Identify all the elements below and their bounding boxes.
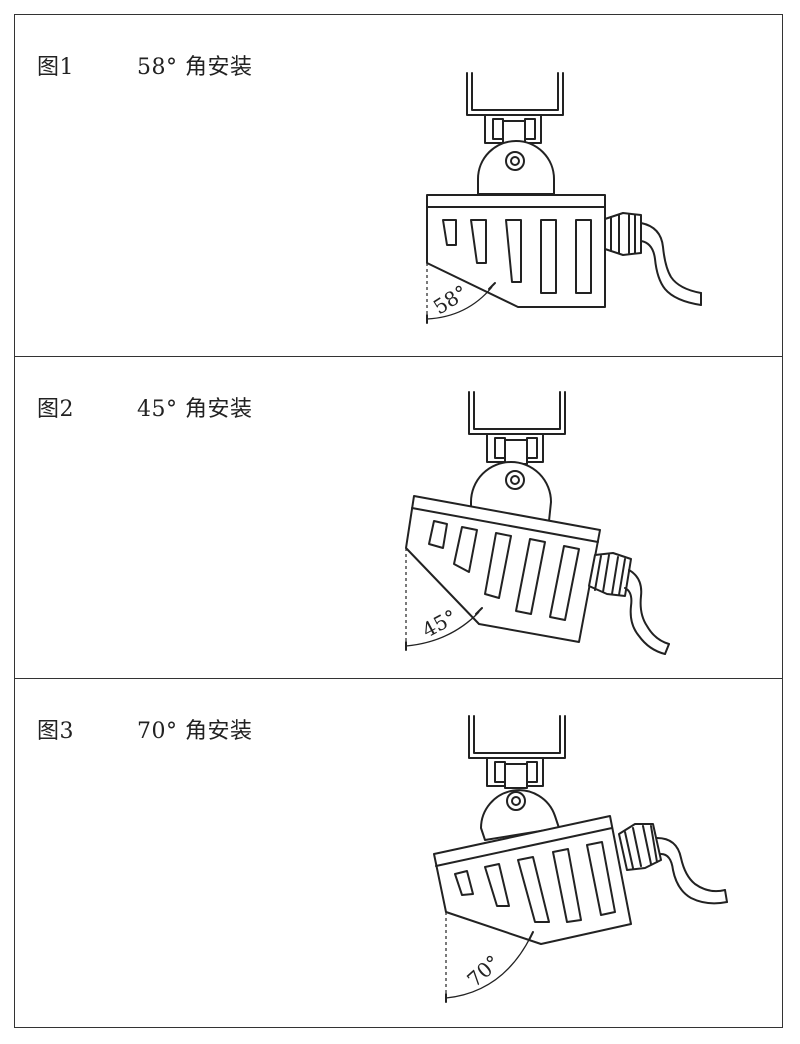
figure-caption-3: 图3 70° 角安装 — [37, 713, 253, 745]
figure-caption-2: 图2 45° 角安装 — [37, 391, 253, 423]
figure-panel-1: 图1 58° 角安装 — [15, 15, 782, 356]
vent-slot — [428, 520, 448, 549]
angle-arc — [445, 935, 532, 999]
figure-label: 图1 — [37, 55, 74, 80]
fixture-drawing-3: 70° — [433, 715, 728, 1003]
angle-arc — [426, 286, 493, 320]
vent-slot — [484, 532, 512, 599]
vent-slot — [586, 841, 616, 916]
vent-slot — [470, 219, 487, 264]
vent-slot — [549, 545, 580, 621]
mounting-bracket — [468, 391, 566, 435]
vent-slot — [453, 526, 478, 573]
vent-slot — [442, 219, 457, 246]
mount-angle-title: 58° 角安装 — [137, 55, 253, 80]
vent-slot — [517, 856, 550, 923]
figure-panel-2: 图2 45° 角安装 — [15, 356, 782, 678]
fixture-drawing-2: 45° — [405, 391, 670, 655]
mounting-bracket — [468, 715, 566, 759]
mounting-bracket — [466, 72, 564, 116]
cable-gland — [604, 212, 642, 256]
vent-slot — [454, 870, 474, 896]
angle-arc — [405, 611, 480, 647]
vent-slot — [515, 538, 546, 615]
angle-value: 58° — [429, 280, 472, 319]
hinge-dome — [470, 461, 552, 522]
mount-angle-title: 45° 角安装 — [137, 397, 253, 422]
diagram-frame: 图1 58° 角安装 — [14, 14, 783, 1028]
power-cable — [628, 569, 670, 645]
power-cable — [640, 222, 702, 294]
mount-angle-title: 70° 角安装 — [137, 719, 253, 744]
hinge-dome — [480, 789, 560, 841]
angle-value: 70° — [462, 950, 504, 992]
angle-value: 45° — [418, 605, 461, 643]
vent-slot — [552, 848, 582, 923]
figure-caption-1: 图1 58° 角安装 — [37, 49, 253, 81]
vent-slot — [540, 219, 557, 294]
vent-slot — [484, 863, 510, 907]
vent-slot — [505, 219, 522, 283]
figure-panel-3: 图3 70° 角安装 — [15, 678, 782, 1027]
vent-slot — [575, 219, 592, 294]
power-cable — [656, 837, 726, 893]
figure-label: 图2 — [37, 397, 74, 422]
figure-label: 图3 — [37, 719, 74, 744]
fixture-drawing-1: 58° — [426, 72, 702, 324]
